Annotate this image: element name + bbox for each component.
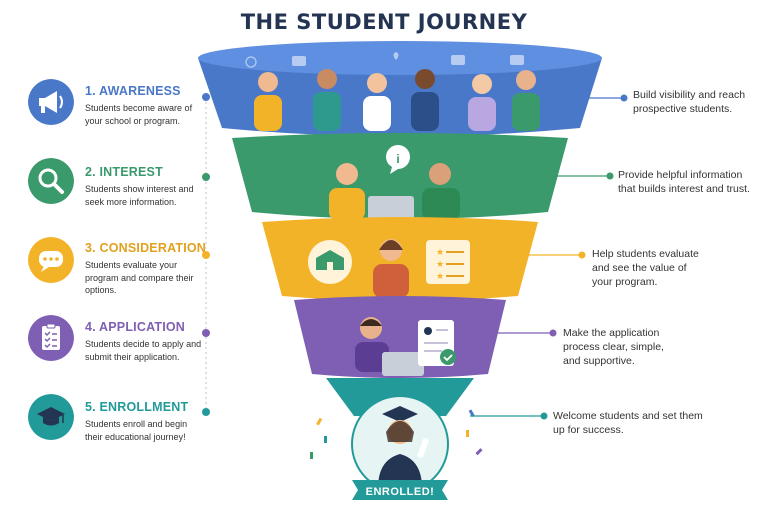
funnel-layer-awareness [198, 41, 602, 137]
stage-description: Students become aware of your school or … [85, 103, 193, 126]
funnel-layer-enrollment [310, 378, 483, 500]
svg-text:★: ★ [436, 247, 444, 257]
school-building-icon [308, 240, 352, 284]
chat-bubble-icon [28, 237, 74, 283]
application-form-icon [418, 320, 456, 366]
stage-title: 1. AWARENESS [85, 84, 181, 98]
megaphone-icon [28, 79, 74, 125]
info-bubble-icon [386, 145, 410, 174]
enrolled-badge: ENROLLED! [365, 486, 435, 498]
funnel-layer-consideration: ★ ★ ★ [262, 217, 538, 301]
stage-title: 5. ENROLLMENT [85, 400, 189, 414]
stage-note-awareness: Build visibility and reach prospective s… [633, 89, 746, 115]
enrolled-ribbon [352, 480, 448, 500]
funnel-layer-application [294, 296, 506, 378]
stage-title: 2. INTEREST [85, 165, 163, 179]
students-group-illustration [254, 69, 540, 131]
connector-lines [470, 94, 628, 420]
svg-text:★: ★ [436, 271, 444, 281]
stage-title: 4. APPLICATION [85, 320, 186, 334]
stage-note-application: Make the application process clear, simp… [563, 327, 664, 367]
stage-description: Students enroll and begin their educatio… [85, 419, 188, 442]
stage-description: Students evaluate your program and compa… [85, 260, 194, 295]
magnifier-icon [28, 158, 74, 204]
stage-note-interest: Provide helpful information that builds … [618, 169, 750, 195]
student-thinking-illustration [373, 239, 409, 298]
graduation-cap-icon [28, 394, 74, 440]
svg-text:★: ★ [436, 259, 444, 269]
graduate-student-illustration [378, 406, 429, 488]
stage-note-enrollment: Welcome students and set them up for suc… [553, 410, 703, 436]
clipboard-checklist-icon [28, 315, 74, 361]
funnel-layer-interest: i [232, 133, 568, 222]
students-laptop-illustration: i [329, 145, 460, 222]
social-media-icons [245, 52, 524, 68]
stage-description: Students show interest and seek more inf… [85, 184, 194, 207]
svg-text:i: i [396, 152, 399, 166]
stage-title: 3. CONSIDERATION [85, 241, 207, 255]
rating-card-icon: ★ ★ ★ [426, 240, 470, 284]
page-title: THE STUDENT JOURNEY [240, 10, 528, 34]
stage-note-consideration: Help students evaluate and see the value… [592, 248, 699, 288]
stage-description: Students decide to apply and submit thei… [85, 339, 202, 362]
confetti-decoration [310, 409, 483, 459]
student-laptop-illustration [355, 317, 424, 376]
